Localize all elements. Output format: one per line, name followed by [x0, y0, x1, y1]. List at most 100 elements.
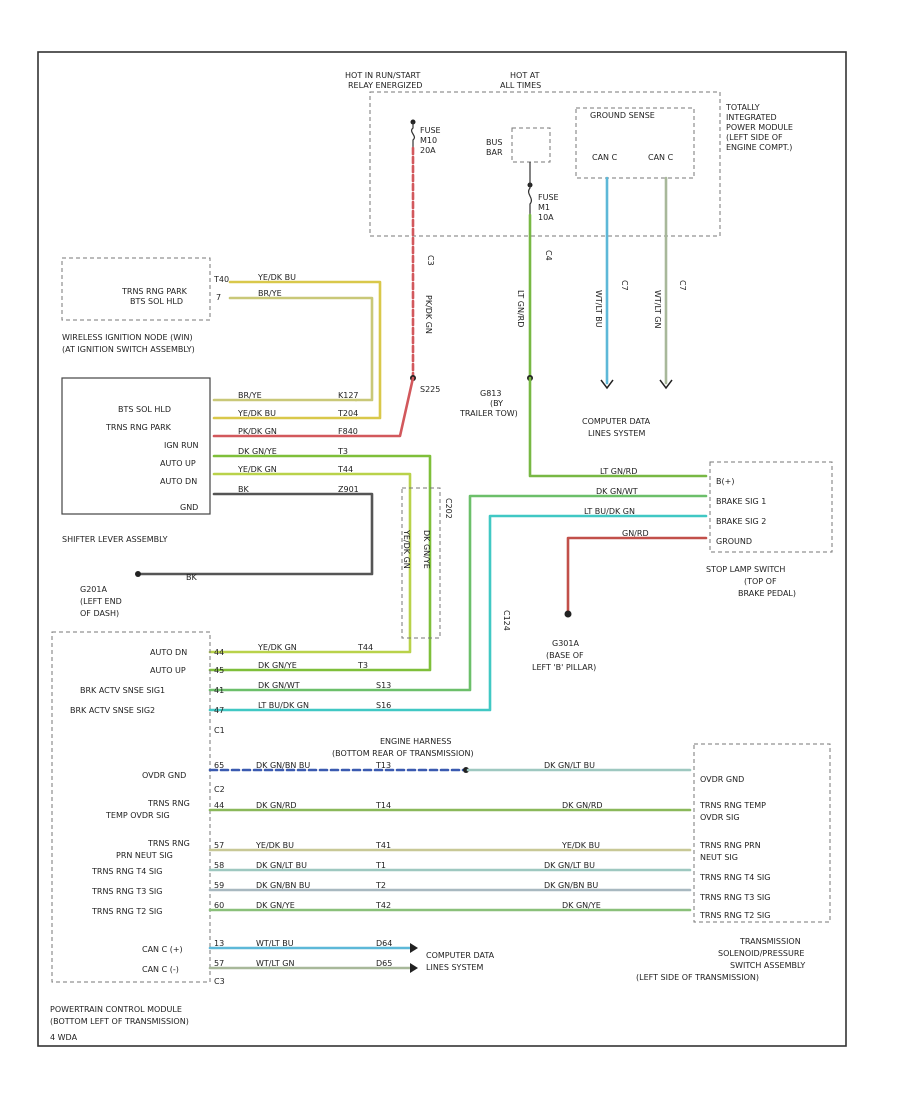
label-shifter-dn: AUTO DN [160, 477, 197, 486]
label-tipm-5: ENGINE COMPT.) [726, 143, 792, 152]
label-cc-t3: T3 [357, 661, 368, 670]
label-connector-c7a: C7 [620, 280, 629, 291]
label-bar: BAR [486, 148, 503, 157]
label-connector-c4: C4 [544, 250, 553, 261]
label-wire-canh: WT/LT BU [256, 939, 294, 948]
label-hot-run-start: HOT IN RUN/START [345, 71, 421, 80]
wire-shift-bk [136, 492, 374, 576]
pcm-outline [51, 631, 211, 983]
label-wire-dn: YE/DK GN [257, 643, 297, 652]
label-pin-44: 44 [214, 648, 224, 657]
label-g201-wire: BK [186, 573, 197, 582]
label-g813-3: TRAILER TOW) [459, 409, 518, 418]
label-pin-57b: 57 [214, 959, 224, 968]
cdl-arrow-right [659, 379, 673, 390]
label-pcm-name-1: POWERTRAIN CONTROL MODULE [50, 1005, 182, 1014]
label-shifter-bts: BTS SOL HLD [118, 405, 171, 414]
wire-win-br-ye [228, 296, 374, 402]
label-pcm-c1: C1 [214, 726, 225, 735]
label-stop-name-2: (TOP OF [744, 577, 777, 586]
label-shifter-gnd: GND [180, 503, 198, 512]
label-can-c-a: CAN C [592, 153, 618, 162]
label-pin-41: 41 [214, 686, 224, 695]
label-shift-wire-3: PK/DK GN [238, 427, 277, 436]
label-bus: BUS [486, 138, 502, 147]
label-wire-up: DK GN/YE [258, 661, 297, 670]
diagram-frame [37, 51, 847, 1047]
label-stop-p4: GROUND [716, 537, 752, 546]
label-g301-3: LEFT 'B' PILLAR) [532, 663, 596, 672]
label-engine-harness-1: ENGINE HARNESS [380, 737, 451, 746]
label-win-trns-park: TRNS RNG PARK [121, 287, 188, 296]
label-g201-2: (LEFT END [80, 597, 122, 606]
label-wire-pk-dk-gn-vertical: PK/DK GN [424, 295, 433, 334]
label-pcm-name-2: (BOTTOM LEFT OF TRANSMISSION) [50, 1017, 189, 1026]
wire-shift-pk-dk-gn [212, 376, 415, 438]
label-pcm-t3: TRNS RNG T3 SIG [91, 887, 163, 896]
wire-stop-gn-rd [566, 536, 708, 616]
label-wire-lt-gn-rd-vertical: LT GN/RD [516, 290, 525, 327]
label-shifter-park: TRNS RNG PARK [105, 423, 172, 432]
wire-stop-lt-gn-rd [528, 376, 708, 478]
label-stop-p1: B(+) [716, 477, 734, 486]
label-shifter-name: SHIFTER LEVER ASSEMBLY [62, 535, 168, 544]
label-stop-wire-4: GN/RD [622, 529, 649, 538]
label-wire-temp: DK GN/RD [256, 801, 297, 810]
label-g813-1: G813 [480, 389, 501, 398]
label-tipm-2: INTEGRATED [726, 113, 777, 122]
wire-win-ye-bu [228, 280, 382, 420]
label-stop-p2: BRAKE SIG 1 [716, 497, 766, 506]
cdl-arrow-pcm-high [410, 943, 418, 953]
label-cc-t42: T42 [375, 901, 391, 910]
label-connector-c7b: C7 [678, 280, 687, 291]
label-wire-t2-r: DK GN/YE [562, 901, 601, 910]
label-pcm-canc-h: CAN C (+) [142, 945, 183, 954]
label-cc-t41: T41 [375, 841, 391, 850]
label-stop-wire-3: LT BU/DK GN [584, 507, 635, 516]
label-wire-b1: DK GN/WT [258, 681, 300, 690]
label-cc-t2: T2 [375, 881, 386, 890]
label-g301-1: G301A [552, 639, 579, 648]
label-pin-60: 60 [214, 901, 224, 910]
label-cdl-bottom-2: LINES SYSTEM [426, 963, 483, 972]
label-tipm-4: (LEFT SIDE OF [726, 133, 783, 142]
shifter-outline [61, 377, 211, 515]
engine-harness-splice [463, 767, 469, 773]
label-pcm-ovr: OVDR GND [142, 771, 186, 780]
label-cdl-bottom-1: COMPUTER DATA [426, 951, 495, 960]
label-pin-57: 57 [214, 841, 224, 850]
label-cc-d65: D65 [376, 959, 392, 968]
label-tr-name-3: SWITCH ASSEMBLY [730, 961, 805, 970]
label-pcm-t2: TRNS RNG T2 SIG [91, 907, 163, 916]
label-tr-name-1: TRANSMISSION [739, 937, 801, 946]
label-pcm-canc-l: CAN C (-) [142, 965, 179, 974]
cdl-arrow-pcm-low [410, 963, 418, 973]
label-tipm-1: TOTALLY [725, 103, 760, 112]
label-shift-wire-6: BK [238, 485, 249, 494]
label-cc-s13: S13 [376, 681, 391, 690]
label-stop-wire-2: DK GN/WT [596, 487, 638, 496]
label-vert-4: C124 [502, 610, 511, 631]
label-tr-t3: TRNS RNG T3 SIG [699, 893, 771, 902]
tipm-outline [369, 91, 721, 237]
label-win-bts-sol: BTS SOL HLD [130, 297, 183, 306]
label-shift-circuit-3: F840 [338, 427, 358, 436]
label-splice-s225: S225 [420, 385, 440, 394]
label-pcm-temp-1: TRNS RNG [147, 799, 190, 808]
label-engine-harness-2: (BOTTOM REAR OF TRANSMISSION) [332, 749, 474, 758]
label-wire-temp-r: DK GN/RD [562, 801, 603, 810]
label-pcm-c3: C3 [214, 977, 225, 986]
label-shifter-up: AUTO UP [160, 459, 196, 468]
label-g813-2: (BY [490, 399, 503, 408]
label-fuse-m10-num: M10 [420, 136, 437, 145]
label-tr-name-4: (LEFT SIDE OF TRANSMISSION) [636, 973, 759, 982]
label-cc-t44: T44 [357, 643, 373, 652]
fuse-m1-symbol [527, 162, 533, 215]
g301a-dot [564, 610, 572, 618]
label-fuse-m1-num: M1 [538, 203, 550, 212]
label-tr-t2: TRNS RNG T2 SIG [699, 911, 771, 920]
label-shift-wire-1: BR/YE [238, 391, 262, 400]
label-pin-44b: 44 [214, 801, 224, 810]
label-tr-t4: TRNS RNG T4 SIG [699, 873, 771, 882]
label-pcm-c2: C2 [214, 785, 225, 794]
